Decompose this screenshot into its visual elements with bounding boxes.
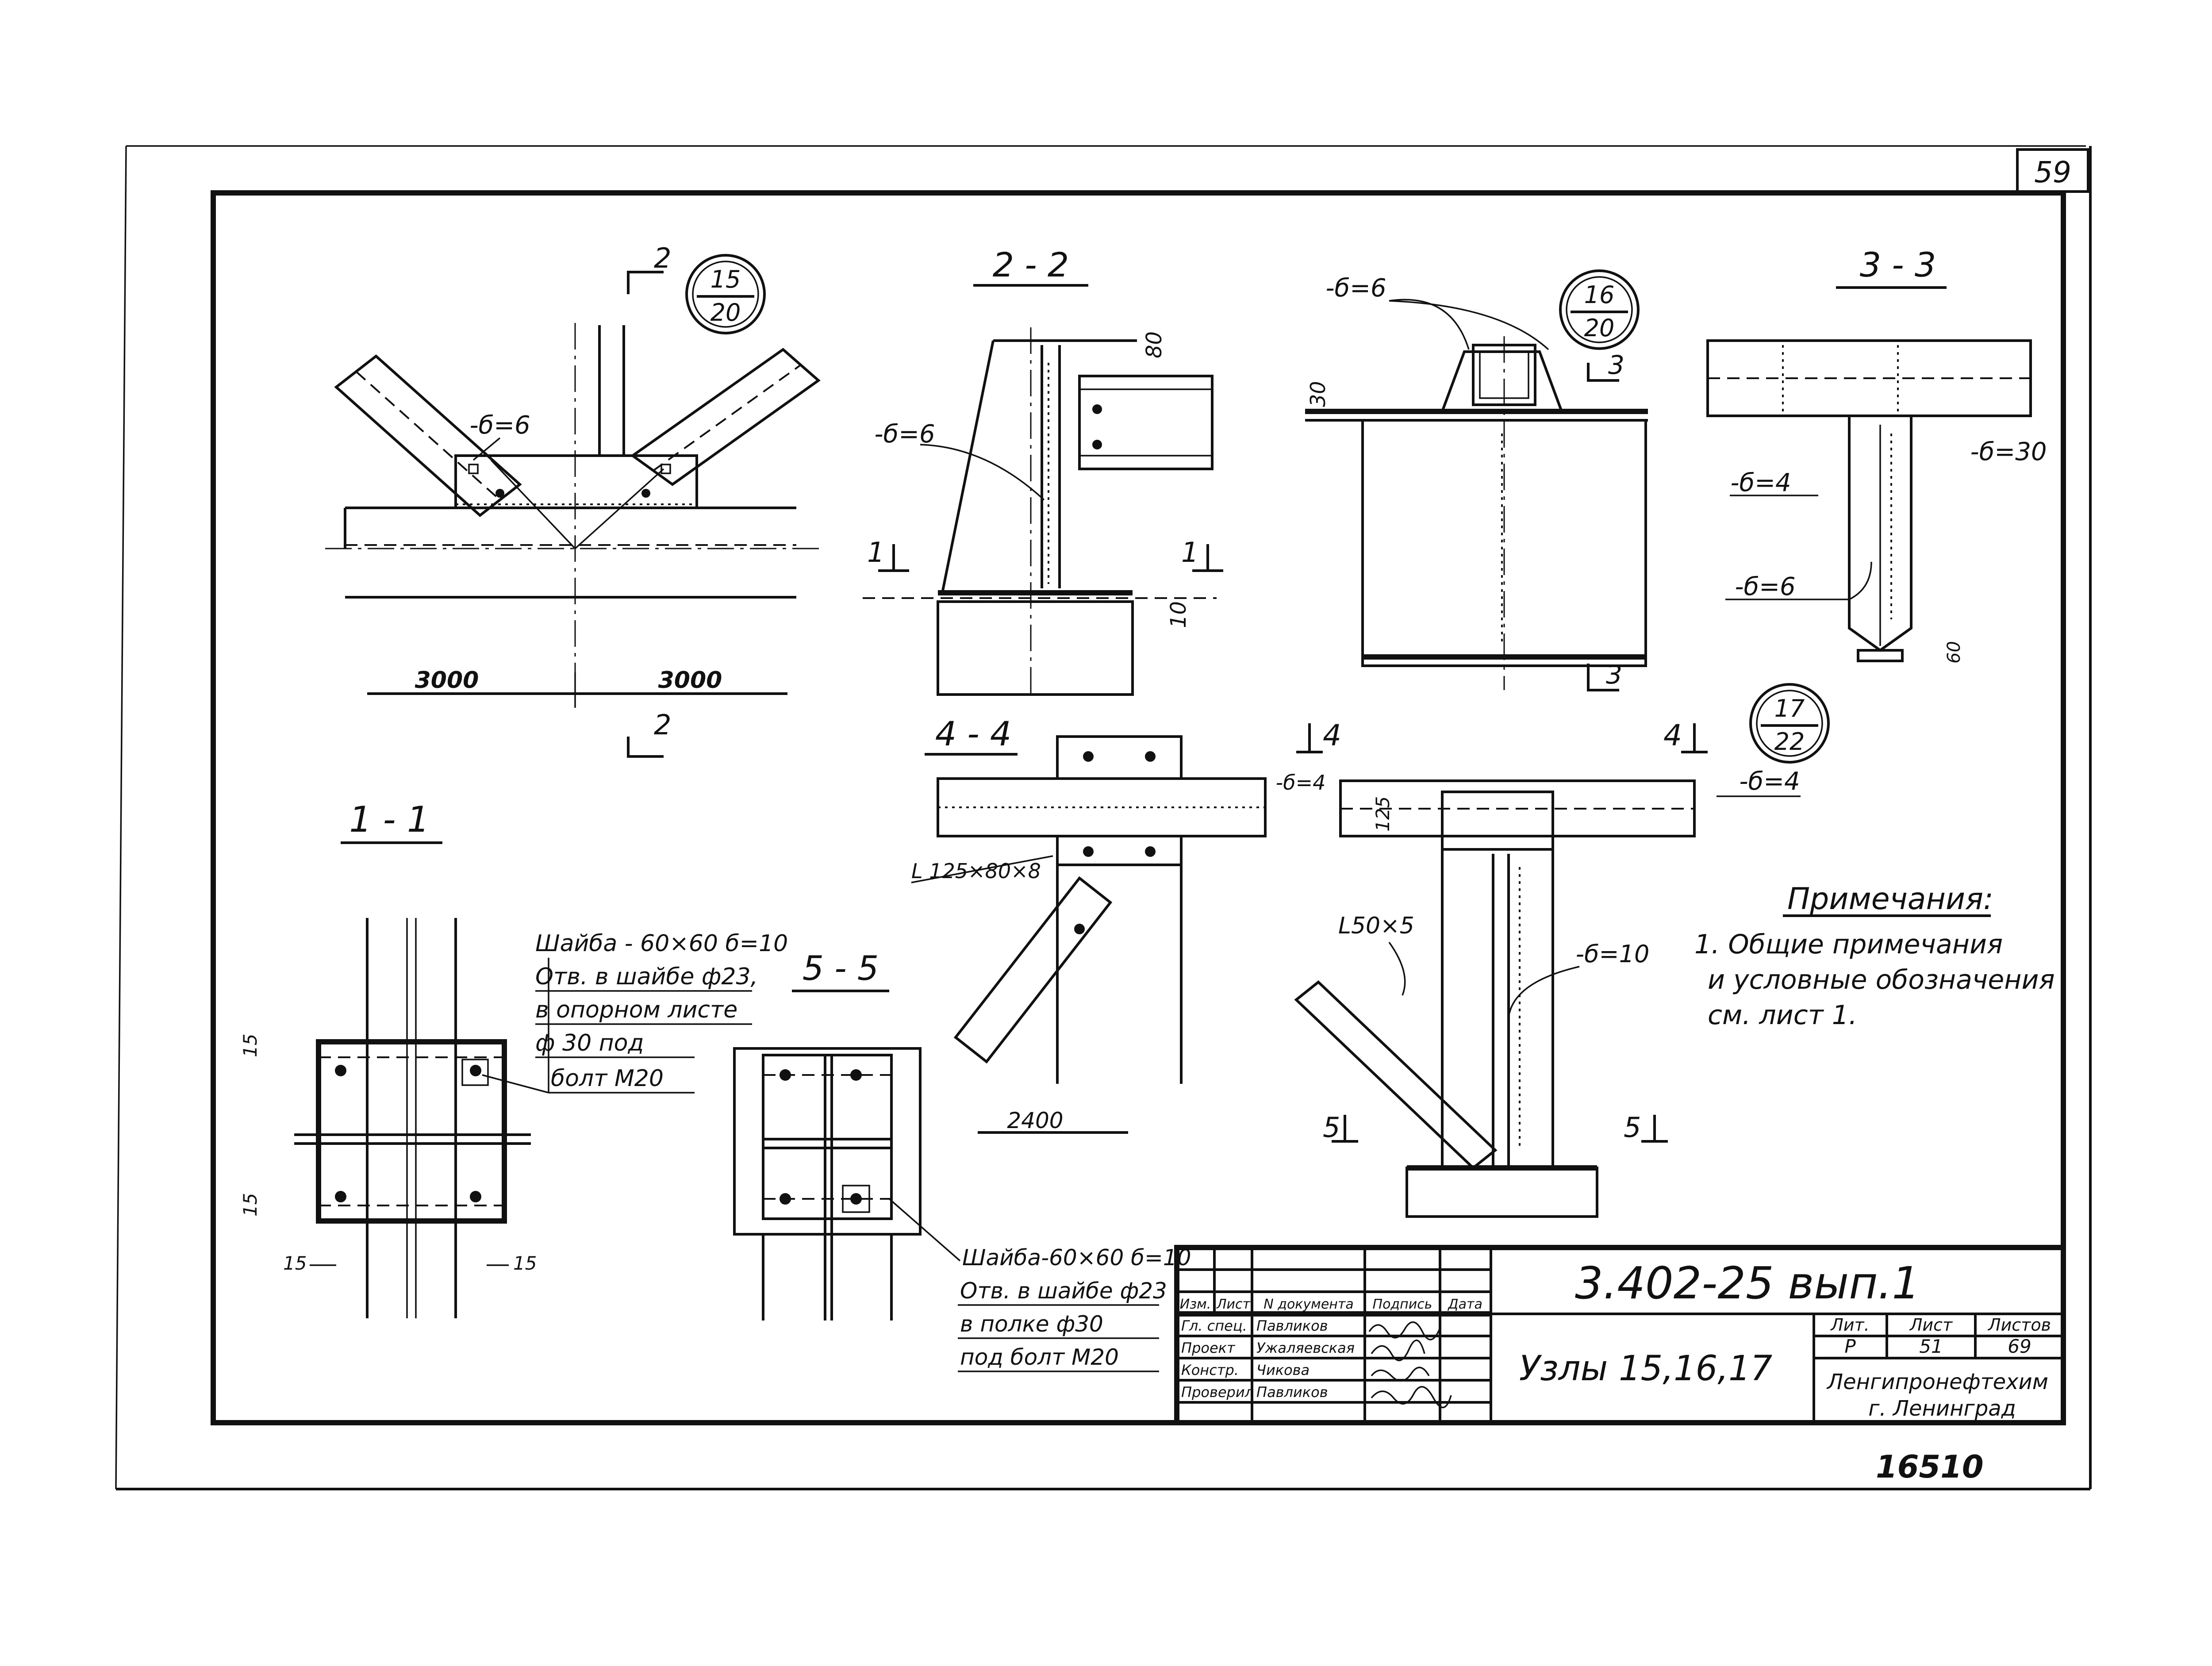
col-header-0: Изм. bbox=[1180, 1297, 1211, 1312]
sheet-number: 59 bbox=[2034, 155, 2071, 189]
washer-callout-1-line-0: Шайба - 60×60 б=10 bbox=[535, 930, 788, 957]
cut-mark-4-left: 4 bbox=[1323, 718, 1341, 752]
cut-marks-4: 4 4 bbox=[1296, 718, 1708, 753]
dim-10-s22: 10 bbox=[1166, 601, 1191, 628]
dim-3000-right: 3000 bbox=[658, 667, 722, 694]
cut-mark-1-left: 1 bbox=[867, 536, 884, 568]
node-16-elevation: -б=6 30 3 3 16 20 bbox=[1305, 269, 1648, 691]
row-role-2: Констр. bbox=[1181, 1362, 1239, 1378]
outer-frame bbox=[115, 145, 2092, 1490]
row-role-3: Проверил bbox=[1181, 1384, 1254, 1401]
drawing-title: Узлы 15,16,17 bbox=[1519, 1349, 1773, 1389]
cut-mark-5-right: 5 bbox=[1624, 1111, 1641, 1144]
dim-15-s11-right: 15 bbox=[513, 1252, 537, 1274]
washer-callout-1-line-2: в опорном листе bbox=[535, 997, 737, 1023]
cut-mark-4-right: 4 bbox=[1663, 718, 1682, 752]
plate-label-s33-b: -б=30 bbox=[1970, 438, 2047, 466]
plate-label-n16: -б=6 bbox=[1325, 274, 1386, 303]
node-marker-15-bottom: 20 bbox=[710, 299, 741, 326]
stage-value: Р bbox=[1844, 1336, 1856, 1357]
cut-mark-5-left: 5 bbox=[1323, 1111, 1340, 1144]
row-name-3: Павликов bbox=[1256, 1384, 1328, 1401]
archive-number: 16510 bbox=[1876, 1449, 1984, 1485]
section-3-3-title: 3 - 3 bbox=[1860, 245, 1936, 284]
plate-label-s33-c: -б=6 bbox=[1735, 572, 1795, 601]
washer-callout-1-line-4: болт М20 bbox=[551, 1065, 664, 1092]
col-header-4: Дата bbox=[1447, 1297, 1482, 1312]
cut-mark-3-bottom: 3 bbox=[1606, 660, 1622, 690]
dim-60-s33: 60 bbox=[1944, 641, 1964, 664]
dim-30-n16: 30 bbox=[1306, 381, 1330, 407]
angle-label-n17: L50×5 bbox=[1338, 913, 1414, 939]
sheet-number-box: 59 bbox=[2016, 148, 2089, 193]
washer-callout-1-line-1: Отв. в шайбе ф23, bbox=[535, 964, 758, 990]
col-header-1: Лист bbox=[1216, 1297, 1251, 1312]
node-marker-16-top: 16 bbox=[1584, 281, 1615, 309]
section-1-1: 1 - 1 15 15 15 15 Шайба - 60×60 б=10 Отв… bbox=[239, 799, 788, 1318]
row-name-0: Павликов bbox=[1256, 1317, 1328, 1334]
doc-code: 3.402-25 вып.1 bbox=[1575, 1257, 1920, 1309]
cut-mark-2-bottom: 2 bbox=[654, 709, 671, 741]
notes: Примечания: 1. Общие примечания и условн… bbox=[1694, 882, 2055, 1031]
washer-callout-2-line-3: под болт М20 bbox=[960, 1344, 1119, 1370]
section-4-4-title: 4 - 4 bbox=[935, 714, 1011, 753]
dim-3000-left: 3000 bbox=[415, 667, 479, 694]
node-marker-15-top: 15 bbox=[710, 265, 741, 293]
plate-label-n17-a: -б=10 bbox=[1576, 940, 1650, 968]
section-4-4: 4 - 4 L 125×80×8 -б=4 2400 bbox=[911, 714, 1326, 1134]
organization: Ленгипронефтехим bbox=[1826, 1370, 2048, 1394]
row-role-0: Гл. спец. bbox=[1181, 1317, 1247, 1334]
section-2-2: 2 - 2 80 10 -б=6 1 1 bbox=[863, 245, 1223, 699]
dim-80-s22: 80 bbox=[1142, 331, 1167, 358]
signatures bbox=[1368, 1321, 1452, 1409]
cut-mark-2-top: 2 bbox=[654, 242, 671, 274]
notes-line-0: 1. Общие примечания bbox=[1694, 929, 2003, 960]
row-name-1: Ужаляевская bbox=[1256, 1340, 1355, 1356]
row-name-2: Чикова bbox=[1256, 1362, 1310, 1378]
washer-callout-2-line-0: Шайба-60×60 б=10 bbox=[962, 1245, 1191, 1271]
city: г. Ленинград bbox=[1868, 1396, 2016, 1421]
section-2-2-title: 2 - 2 bbox=[993, 245, 1069, 284]
washer-callout-2-line-1: Отв. в шайбе ф23 bbox=[960, 1278, 1167, 1304]
washer-callout-2-line-2: в полке ф30 bbox=[960, 1311, 1103, 1337]
dim-125-n17: 125 bbox=[1372, 796, 1394, 832]
notes-line-2: см. лист 1. bbox=[1708, 1000, 1857, 1031]
plate-label-n15: -б=6 bbox=[469, 411, 530, 440]
inner-frame bbox=[211, 190, 2066, 1425]
dim-2400: 2400 bbox=[1007, 1108, 1063, 1133]
col-header-2: N документа bbox=[1263, 1297, 1354, 1312]
sheets-label: Листов bbox=[1987, 1315, 2051, 1335]
plate-label-s22: -б=6 bbox=[874, 420, 935, 449]
dim-15-s11-mid: 15 bbox=[239, 1193, 261, 1217]
washer-callout-1-line-3: ф 30 под bbox=[535, 1030, 644, 1056]
notes-line-1: и условные обозначения bbox=[1708, 964, 2055, 995]
node-marker-17-bottom: 22 bbox=[1774, 728, 1805, 756]
node-marker-17-top: 17 bbox=[1774, 695, 1805, 722]
section-5-5-title: 5 - 5 bbox=[803, 948, 879, 988]
dim-15-s11-top: 15 bbox=[239, 1034, 261, 1057]
sheet-value: 51 bbox=[1919, 1336, 1943, 1357]
plate-label-n17-b: -б=4 bbox=[1739, 767, 1800, 796]
title-block: Лит. Лист Листов Р 51 69 3.402-25 вып.1 … bbox=[1174, 1245, 2066, 1425]
section-1-1-title: 1 - 1 bbox=[349, 799, 430, 840]
cut-mark-3-top: 3 bbox=[1608, 350, 1624, 380]
dim-15-s11-left: 15 bbox=[283, 1252, 307, 1274]
section-5-5: 5 - 5 Шайба-60×60 б=10 Отв. в шайбе ф23 … bbox=[733, 948, 1191, 1372]
notes-heading: Примечания: bbox=[1787, 882, 1993, 917]
stage-label: Лит. bbox=[1830, 1315, 1870, 1335]
plate-label-s44: -б=4 bbox=[1276, 771, 1326, 795]
col-header-3: Подпись bbox=[1373, 1297, 1432, 1312]
row-role-1: Проект bbox=[1181, 1340, 1236, 1356]
sheets-value: 69 bbox=[2008, 1336, 2031, 1357]
cut-mark-1-right: 1 bbox=[1181, 536, 1198, 568]
sheet-label: Лист bbox=[1909, 1315, 1953, 1335]
plate-label-s33-a: -б=4 bbox=[1730, 468, 1791, 497]
section-3-3: 3 - 3 -б=4 -б=30 -б=6 60 bbox=[1706, 245, 2047, 664]
node-17-elevation: 125 L50×5 -б=10 -б=4 5 5 17 22 bbox=[1294, 683, 1830, 1218]
node-marker-16-bottom: 20 bbox=[1584, 314, 1615, 342]
node-15-elevation: 3000 3000 -б=6 2 2 15 20 bbox=[325, 242, 823, 758]
